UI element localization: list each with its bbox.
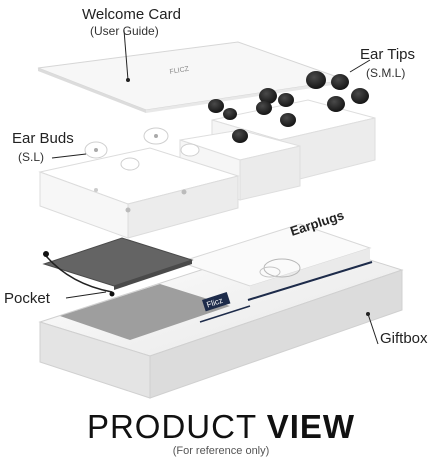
pocket-leader bbox=[65, 291, 107, 299]
giftbox-brand-tag: Flicz bbox=[202, 291, 231, 312]
welcome-card-brand: FLICZ bbox=[169, 66, 190, 76]
footnote: (For reference only) bbox=[172, 445, 270, 457]
label-ear-tips: Ear Tips bbox=[360, 46, 416, 63]
ear-tips-leader bbox=[349, 59, 371, 73]
label-ear-buds-sub: (S.L) bbox=[18, 150, 45, 164]
ear-tips bbox=[208, 71, 369, 143]
ear-buds-insert bbox=[38, 147, 240, 239]
giftbox: Earplugs Flicz bbox=[38, 207, 404, 399]
welcome-card-leader bbox=[123, 29, 129, 81]
label-pocket: Pocket bbox=[4, 290, 50, 307]
title-bold: VIEW bbox=[266, 408, 356, 445]
welcome-card: FLICZ bbox=[37, 41, 347, 113]
label-ear-tips-sub: (S.M.L) bbox=[366, 66, 406, 80]
title-light: PRODUCT bbox=[86, 408, 267, 445]
label-giftbox: Giftbox bbox=[380, 330, 428, 347]
page-title: PRODUCT VIEW bbox=[0, 408, 442, 446]
giftbox-leader bbox=[367, 313, 379, 345]
label-welcome-card: Welcome Card bbox=[82, 6, 181, 23]
ear-buds-leader bbox=[51, 153, 87, 159]
ear-buds bbox=[84, 127, 200, 171]
label-welcome-card-sub: (User Guide) bbox=[90, 24, 159, 38]
label-ear-buds: Ear Buds bbox=[12, 130, 74, 147]
pocket bbox=[42, 237, 194, 297]
